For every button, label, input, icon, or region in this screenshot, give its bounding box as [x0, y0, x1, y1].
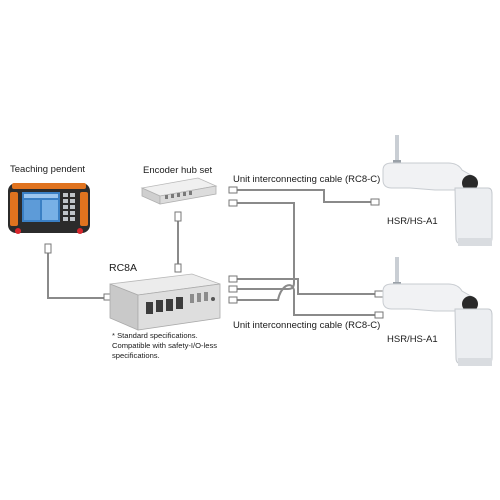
- cable-connector: [370, 198, 380, 206]
- controller-label: RC8A: [109, 262, 137, 274]
- cable-connector: [228, 296, 238, 304]
- cables: [44, 186, 384, 319]
- cable-connector: [174, 263, 182, 273]
- cable-label-top: Unit interconnecting cable (RC8-C): [233, 174, 380, 185]
- encoder-hub-label: Encoder hub set: [143, 165, 213, 176]
- cable-connector: [174, 211, 182, 222]
- robot-label-bottom: HSR/HS-A1: [387, 334, 438, 345]
- cable-bottom-a: [233, 284, 377, 316]
- cable-connector: [228, 186, 238, 194]
- cable-connector: [228, 285, 238, 293]
- encoder-hub-device: [140, 177, 218, 205]
- rc8a-controller-device: [109, 273, 221, 331]
- robot-label-top: HSR/HS-A1: [387, 216, 438, 227]
- note-line-2: Compatible with safety-I/O-less: [112, 341, 217, 350]
- cable-pendant-controller: [47, 253, 106, 299]
- scara-robot-bottom: [382, 257, 493, 366]
- note-line-3: specifications.: [112, 351, 160, 360]
- cable-connector: [228, 275, 238, 283]
- cable-connector: [374, 290, 384, 298]
- cable-connector: [374, 311, 384, 319]
- cable-connector: [228, 199, 238, 207]
- cable-label-bottom: Unit interconnecting cable (RC8-C): [233, 320, 380, 331]
- cable-top-b: [233, 189, 373, 203]
- teaching-pendant-device: [8, 183, 90, 234]
- teaching-pendant-label: Teaching pendent: [10, 164, 85, 175]
- cable-connector: [44, 243, 52, 254]
- cable-top-a: [233, 202, 295, 290]
- note-line-1: * Standard specifications.: [112, 331, 198, 340]
- cable-bottom-b: [233, 278, 377, 295]
- scara-robot-top: [382, 135, 493, 246]
